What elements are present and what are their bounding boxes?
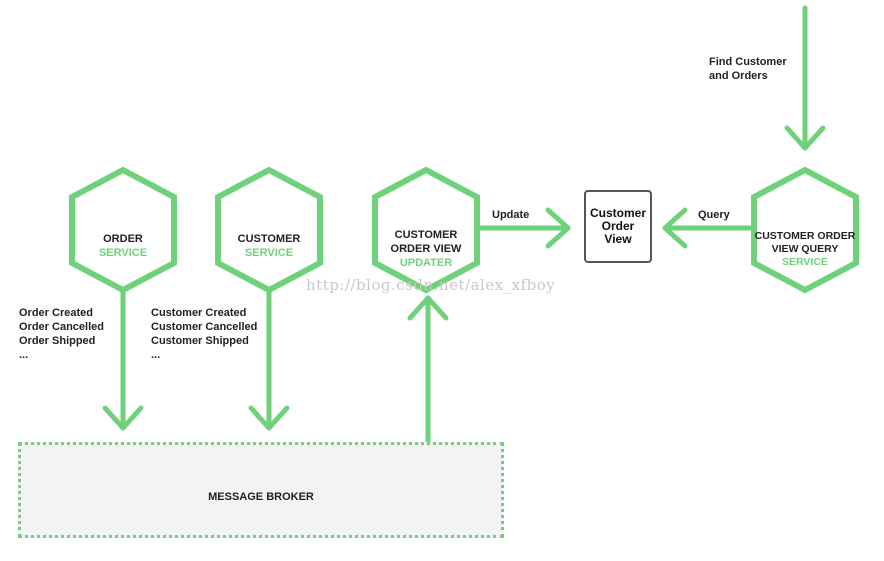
customer-event-item: Customer Cancelled [151,321,258,333]
update-edge-label: Update [492,209,530,221]
find-request-label: Find Customer and Orders [709,55,787,83]
customer-service-hexagon [215,166,323,294]
query-arrowhead [662,207,688,249]
order-events-list: Order Created Order Cancelled Order Ship… [19,306,104,362]
find-request-arrowhead [784,125,826,151]
query-edge-label: Query [698,209,730,221]
query-service-line3: SERVICE [782,256,828,268]
customer-order-view-box: Customer Order View [584,190,652,263]
order-event-item: ... [19,349,29,361]
order-event-item: Order Cancelled [19,321,104,333]
order-service-hexagon [69,166,177,294]
message-broker-label: MESSAGE BROKER [208,491,314,503]
order-service-line1: ORDER [103,233,143,245]
updater-line3: UPDATER [400,257,452,269]
updater-line1: CUSTOMER [395,229,458,241]
find-request-line2: and Orders [709,70,768,82]
customer-event-item: Customer Shipped [151,335,249,347]
broker-to-updater-arrowhead [407,295,449,321]
customer-event-item: Customer Created [151,307,247,319]
updater-line2: ORDER VIEW [391,243,463,255]
watermark-text: http://blog.csdn.net/alex_xfboy [306,276,556,294]
order-to-broker-arrowhead [102,405,144,431]
view-box-line3: View [604,232,632,246]
find-request-line1: Find Customer [709,56,787,68]
customer-event-item: ... [151,349,161,361]
order-event-item: Order Created [19,307,93,319]
query-service-line2: VIEW QUERY [772,243,839,255]
customer-service-line1: CUSTOMER [238,233,301,245]
message-broker-box: MESSAGE BROKER [18,442,504,538]
view-box-line2: Order [601,219,635,233]
customer-to-broker-arrowhead [248,405,290,431]
customer-service-line2: SERVICE [245,247,293,259]
updater-hexagon [372,166,480,294]
order-event-item: Order Shipped [19,335,96,347]
order-service-line2: SERVICE [99,247,147,259]
query-service-line1: CUSTOMER ORDER [755,230,856,242]
customer-events-list: Customer Created Customer Cancelled Cust… [151,306,257,362]
query-service-hexagon [751,166,859,294]
update-arrowhead [545,207,571,249]
view-box-line1: Customer [589,206,646,220]
